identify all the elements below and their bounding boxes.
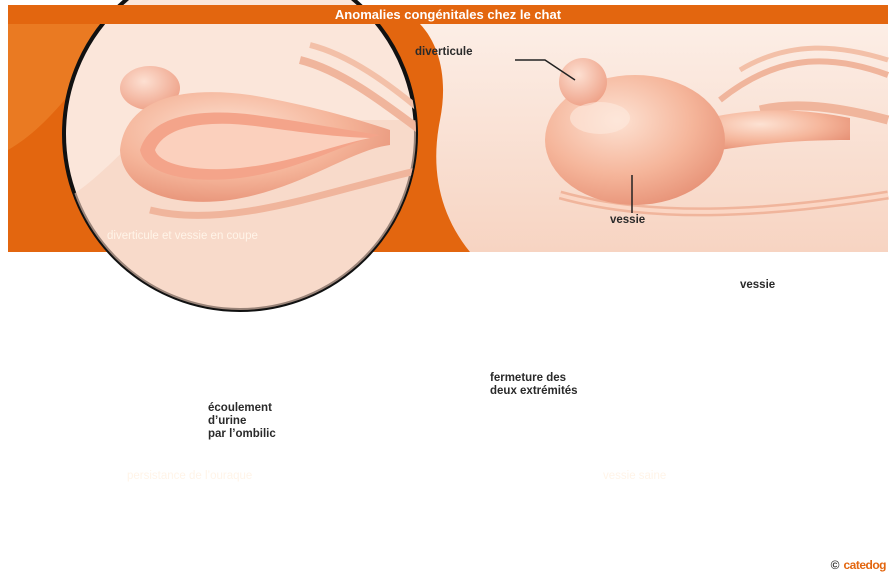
caption-vessie-saine: vessie saine [603,470,666,482]
title-bar: Anomalies congénitales chez le chat [8,5,888,24]
label-diverticule: diverticule [415,46,473,59]
label-ecoulement-line2: d’urine [208,415,276,428]
diverticulum-shape [559,58,607,106]
label-fermeture-line1: fermeture des [490,372,578,385]
label-fermeture-line2: deux extrémités [490,385,578,398]
brand-logo: catedog [843,558,886,572]
label-ecoulement-line1: écoulement [208,402,276,415]
label-fermeture: fermeture des deux extrémités [490,372,578,398]
copyright-symbol: © [831,558,840,572]
caption-persistance: persistance de l’ouraque [127,470,252,482]
label-ecoulement-line3: par l’ombilic [208,428,276,441]
page-title: Anomalies congénitales chez le chat [335,7,561,22]
label-vessie-top: vessie [610,214,645,227]
label-ecoulement: écoulement d’urine par l’ombilic [208,402,276,441]
caption-inset-top: diverticule et vessie en coupe [107,230,258,242]
label-vessie-bottom: vessie [740,279,775,292]
copyright: © catedog [831,558,886,572]
